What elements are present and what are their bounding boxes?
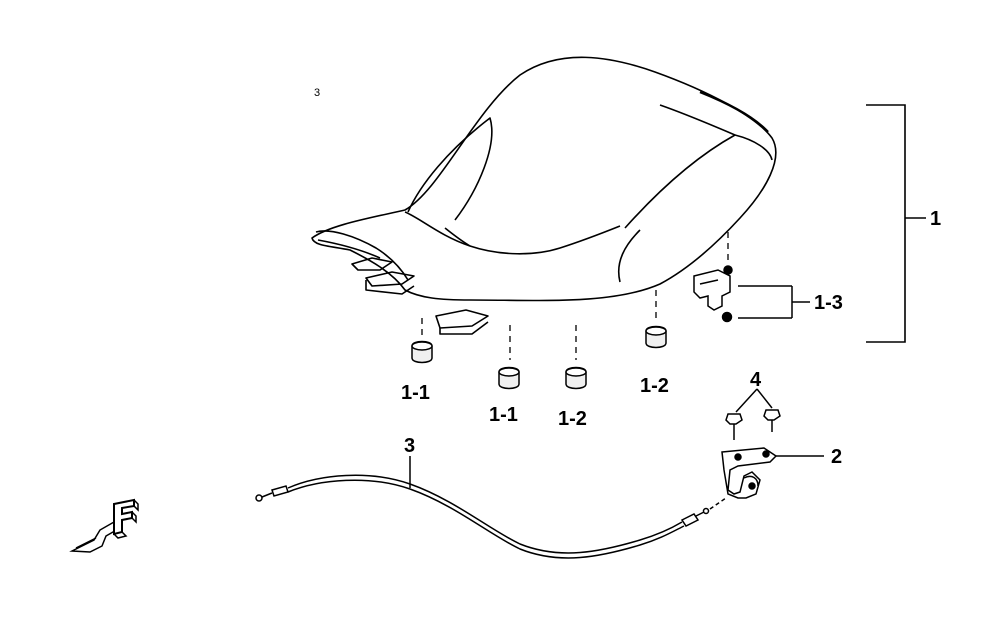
callout-2: 2 bbox=[831, 446, 842, 468]
front-direction-icon bbox=[69, 498, 139, 553]
callout-1-1-center: 1-1 bbox=[489, 404, 518, 426]
release-cable-icon bbox=[255, 474, 727, 559]
seat-hook-icon bbox=[693, 265, 733, 323]
bolts-icon bbox=[725, 409, 781, 440]
callout-1-2-right: 1-2 bbox=[640, 375, 669, 397]
callout-3: 3 bbox=[404, 435, 415, 457]
rubber-cushion-icon bbox=[411, 325, 667, 390]
stray-mark: 3 bbox=[314, 87, 320, 99]
seat-latch-icon bbox=[721, 447, 778, 499]
callout-1-2-center: 1-2 bbox=[558, 408, 587, 430]
callout-1-3: 1-3 bbox=[814, 292, 843, 314]
callout-1: 1 bbox=[930, 208, 941, 230]
seat-illustration bbox=[311, 56, 777, 335]
bolts-leader bbox=[735, 388, 773, 413]
callout-1-1-left: 1-1 bbox=[401, 382, 430, 404]
assembly-bracket bbox=[866, 104, 926, 343]
callout-4: 4 bbox=[750, 369, 762, 391]
mount-leader-lines bbox=[421, 232, 729, 360]
hook-leader bbox=[738, 285, 810, 319]
